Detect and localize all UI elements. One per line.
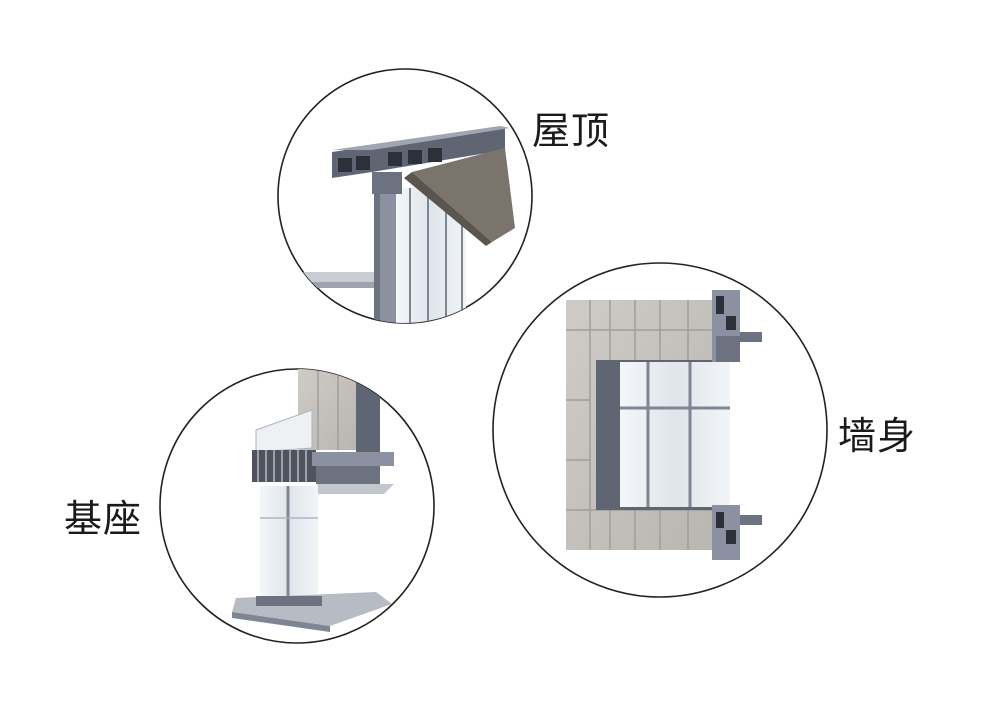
wall-label: 墙身 <box>838 414 917 458</box>
roof-label: 屋顶 <box>532 109 611 153</box>
wall-detail <box>492 262 828 598</box>
wall-glazing <box>620 362 730 507</box>
base-railing-glass <box>255 409 313 453</box>
base-label: 基座 <box>64 497 143 541</box>
roof-soffit-panel <box>412 148 515 242</box>
roof-detail <box>277 68 533 324</box>
base-slab <box>312 452 394 466</box>
base-detail <box>159 368 435 644</box>
roof-walkway <box>290 272 385 282</box>
